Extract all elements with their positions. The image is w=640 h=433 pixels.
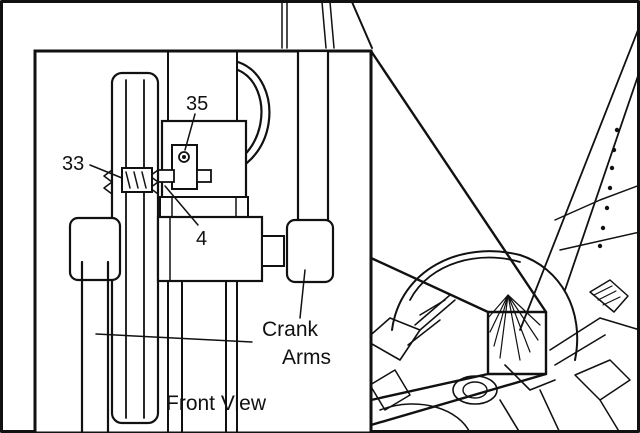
label-arms: Arms: [282, 346, 331, 369]
zoom-source-box: [486, 310, 548, 376]
leader-crank-1: [299, 269, 306, 319]
leader-35: [184, 113, 196, 151]
label-part-4: 4: [196, 228, 207, 250]
left-crank-arm: [68, 216, 122, 433]
crank-hub: [156, 215, 285, 283]
leader-4: [164, 185, 199, 226]
part-35-sensor: [155, 144, 212, 190]
label-front-view: Front View: [166, 392, 267, 415]
zoom-projection-lines: [369, 49, 548, 427]
leader-33: [89, 164, 123, 179]
label-part-33: 33: [62, 153, 84, 175]
leader-crank-2: [95, 333, 253, 343]
bike-frame-sketch: [281, 1, 640, 433]
front-view-inset: 35 33 4 Crank Arms Front View: [33, 49, 373, 433]
right-crank-arm: [285, 49, 335, 284]
label-part-35: 35: [186, 93, 208, 115]
label-crank: Crank: [262, 318, 319, 341]
